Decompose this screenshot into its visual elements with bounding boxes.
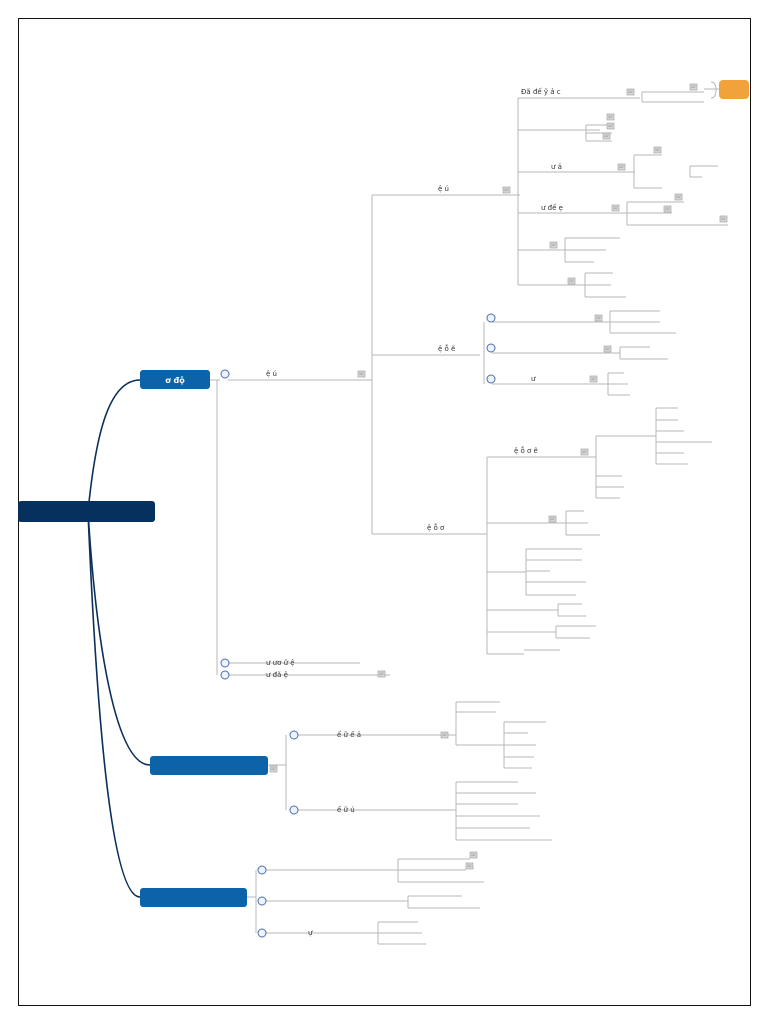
note-icon: [465, 862, 474, 870]
main-connectors: [87, 379, 151, 898]
b2-sub-2-label: ế ữ ú: [337, 806, 355, 814]
l3-a2-label: ư ả: [551, 163, 562, 171]
note-icon: [653, 146, 662, 154]
note-icon: [549, 241, 558, 249]
l3-b3-label: ư: [531, 375, 536, 383]
b2-sub-1-label: ế ữ ế ả: [337, 731, 361, 739]
note-icon: [611, 204, 620, 212]
note-icon: [626, 88, 635, 96]
note-icon: [502, 186, 511, 194]
note-icon: [606, 113, 615, 121]
note-icon: [603, 345, 612, 353]
note-icon: [469, 851, 478, 859]
branch-1-subtree: [210, 88, 728, 676]
expand-circle-icon: [220, 658, 230, 668]
l3-a1-label: Đã đế ỹ ả c: [521, 88, 561, 96]
note-icon: [357, 370, 366, 378]
branch-3-subtree: [247, 858, 484, 945]
note-icon: [606, 122, 615, 130]
l3-c1-label: ệ ỗ ơ ẽ: [514, 446, 538, 455]
root-node[interactable]: [18, 501, 155, 522]
expand-circle-icon: [257, 865, 267, 875]
note-icon: [689, 83, 698, 91]
note-icon: [617, 163, 626, 171]
b3-sub-3-label: ự: [308, 929, 313, 937]
note-icon: [580, 448, 589, 456]
b1-sub-2-label: ư ươ ữ ệ: [266, 659, 295, 667]
expand-circles[interactable]: [220, 313, 496, 938]
branch-3-labels: ự: [308, 929, 313, 937]
expand-circle-icon: [220, 670, 230, 680]
branch-node-2[interactable]: [150, 756, 268, 775]
branch-2-subtree: [268, 701, 552, 841]
l2-b-label: ệ ỗ ẽ: [438, 344, 455, 353]
l2-c-label: ệ ỗ ơ: [427, 523, 445, 532]
l3-a3-label: ư đế ẹ: [541, 204, 563, 212]
b1-sub-3-label: ư đã ệ: [266, 671, 288, 679]
note-icon: [589, 375, 598, 383]
note-icon: [674, 193, 683, 201]
expand-circle-icon: [486, 374, 496, 384]
b1-sub-1-label: ệ ú: [266, 370, 277, 378]
note-icon: [440, 731, 449, 739]
note-icon: [663, 205, 672, 213]
expand-circle-icon: [486, 313, 496, 323]
highlight-node[interactable]: [710, 80, 749, 99]
expand-circle-icon: [220, 369, 230, 379]
note-icon: [594, 314, 603, 322]
expand-circle-icon: [257, 896, 267, 906]
note-icon: [567, 277, 576, 285]
branch-2-labels: ế ữ ế ả ế ữ ú: [337, 731, 361, 814]
note-icon: [602, 132, 611, 140]
note-icon: [269, 765, 278, 773]
branch-1-label: ơ độ: [165, 376, 185, 385]
branch-1-labels: ệ ú ư ươ ữ ệ ư đã ệ ệ ú ệ ỗ ẽ ệ ỗ ơ Đã đ…: [266, 88, 563, 679]
branch-node-1[interactable]: ơ độ: [140, 370, 210, 389]
expand-circle-icon: [289, 805, 299, 815]
branch-node-3[interactable]: [140, 888, 247, 907]
expand-circle-icon: [257, 928, 267, 938]
expand-circle-icon: [289, 730, 299, 740]
note-icon: [377, 670, 386, 678]
l2-a-label: ệ ú: [438, 185, 449, 193]
note-icon: [719, 215, 728, 223]
note-icon: [548, 515, 557, 523]
expand-circle-icon: [486, 343, 496, 353]
